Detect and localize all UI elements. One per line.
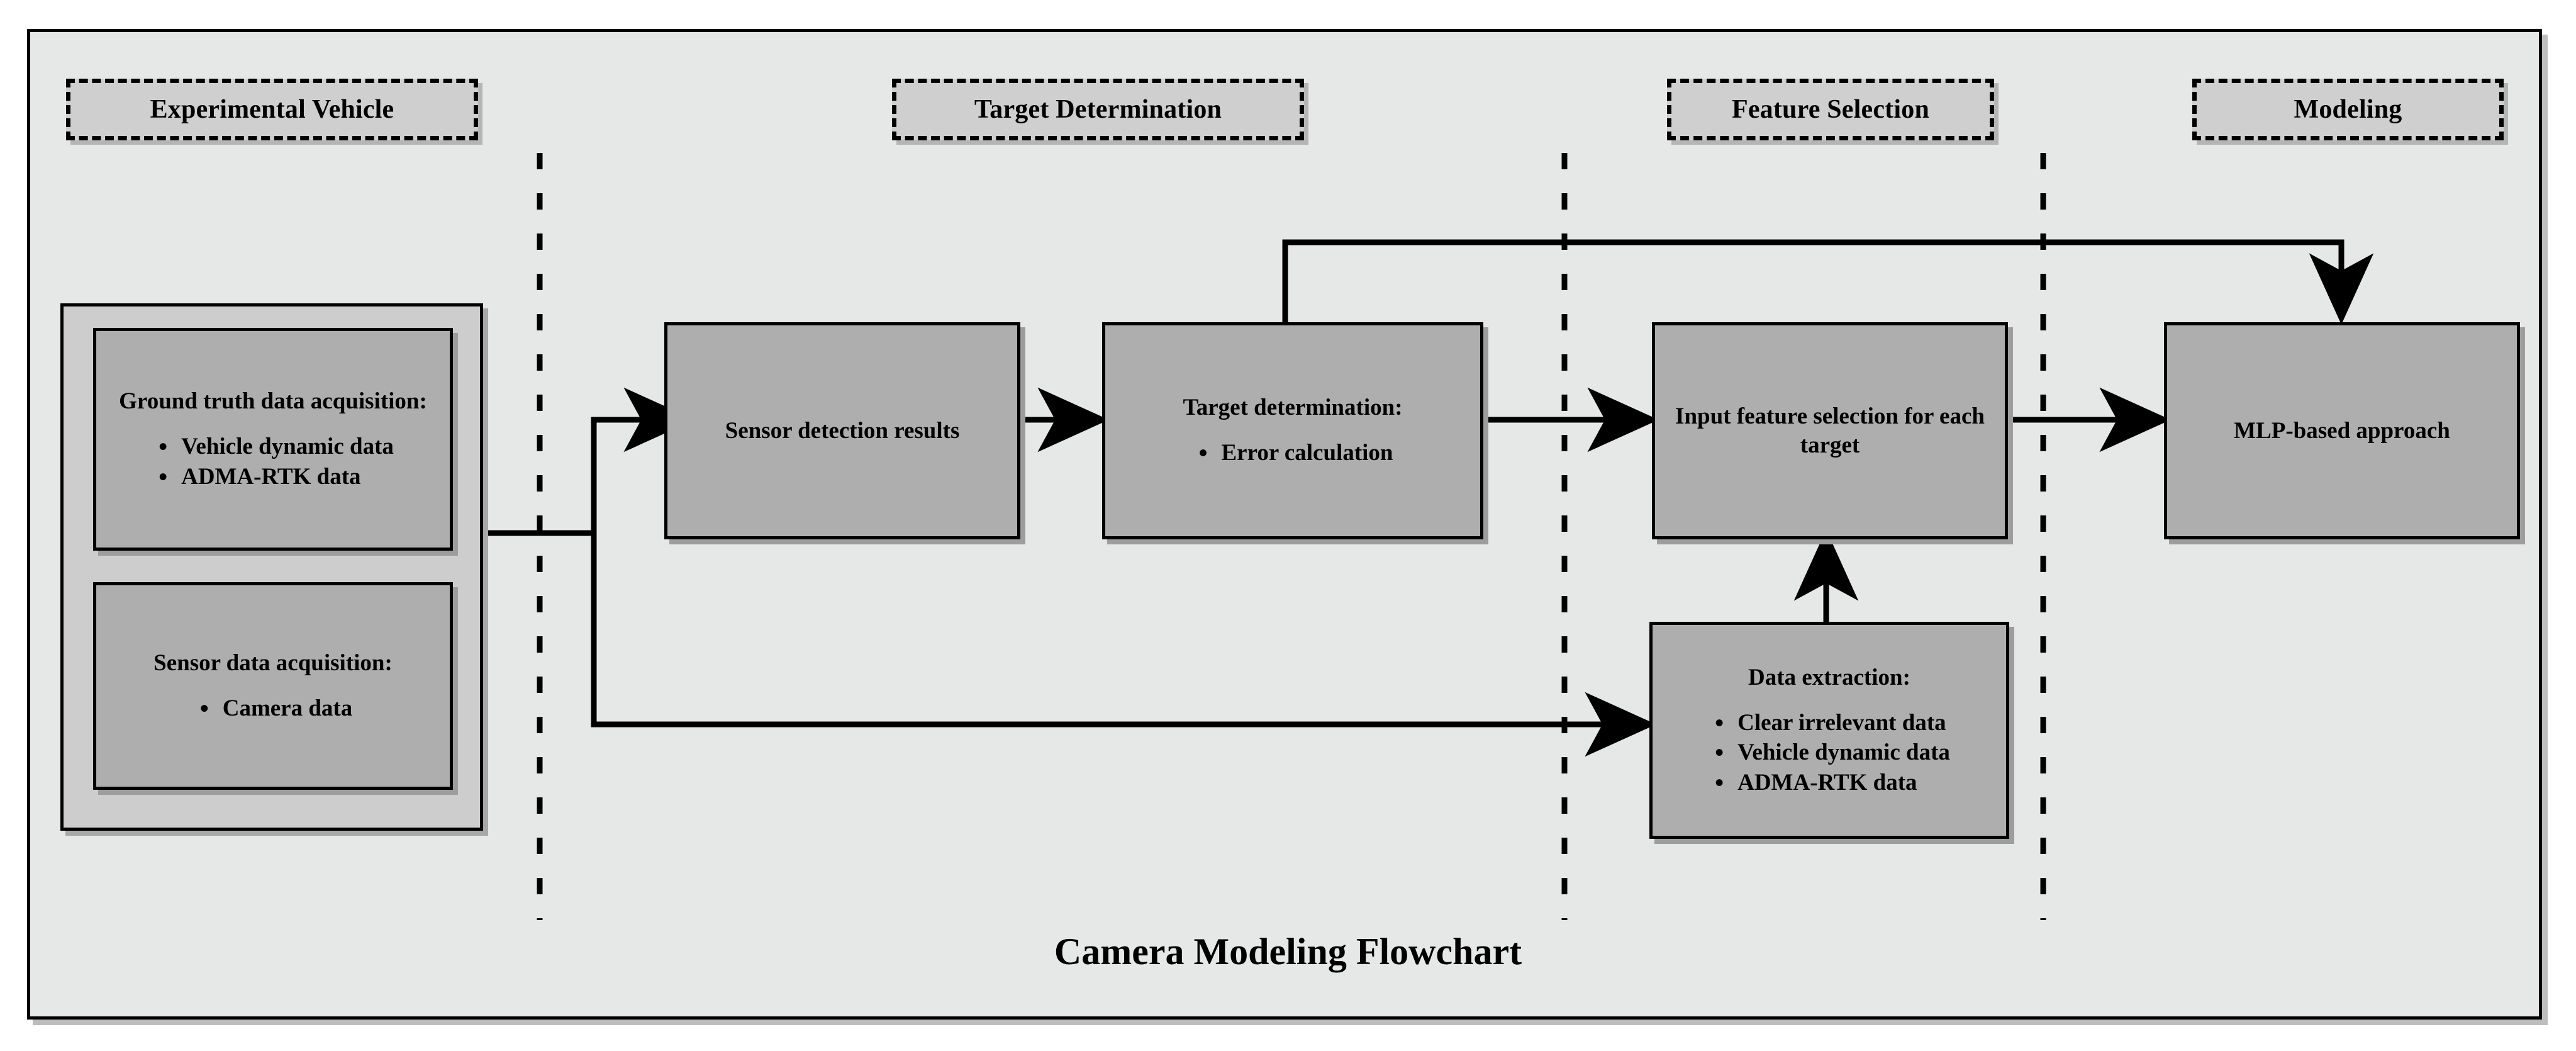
lane-header-label: Feature Selection xyxy=(1731,95,1930,124)
node-title: Sensor detection results xyxy=(725,417,960,444)
lane-header-modeling[interactable]: Modeling xyxy=(2192,79,2504,140)
bullet-item: ADMA-RTK data xyxy=(152,461,394,493)
node-bullet-list: Camera data xyxy=(194,692,353,725)
lane-header-label: Target Determination xyxy=(974,95,1222,124)
bullet-item: Camera data xyxy=(194,692,353,725)
node-sensor-detection-results[interactable]: Sensor detection results xyxy=(664,322,1020,539)
node-title: Target determination: xyxy=(1183,395,1403,421)
node-title: Sensor data acquisition: xyxy=(153,649,393,676)
node-target-determination[interactable]: Target determination: Error calculation xyxy=(1102,322,1483,539)
lane-header-target-determination[interactable]: Target Determination xyxy=(892,79,1304,140)
lane-header-feature-selection[interactable]: Feature Selection xyxy=(1667,79,1994,140)
node-title: Data extraction: xyxy=(1748,664,1910,690)
node-sensor-data-acquisition[interactable]: Sensor data acquisition: Camera data xyxy=(93,582,453,790)
lane-header-label: Experimental Vehicle xyxy=(150,95,394,124)
lane-header-experimental-vehicle[interactable]: Experimental Vehicle xyxy=(66,79,478,140)
node-bullet-list: Clear irrelevant data Vehicle dynamic da… xyxy=(1709,707,1950,799)
bullet-item: Vehicle dynamic data xyxy=(152,430,394,463)
node-title: Input feature selection for each target xyxy=(1675,403,1985,458)
bullet-item: Error calculation xyxy=(1192,437,1393,469)
node-bullet-list: Error calculation xyxy=(1192,437,1393,469)
node-mlp-based-approach[interactable]: MLP-based approach xyxy=(2164,322,2520,539)
node-title: MLP-based approach xyxy=(2234,417,2450,444)
node-bullet-list: Vehicle dynamic data ADMA-RTK data xyxy=(152,430,394,493)
node-data-extraction[interactable]: Data extraction: Clear irrelevant data V… xyxy=(1649,622,2009,839)
lane-header-label: Modeling xyxy=(2294,95,2402,124)
bullet-item: ADMA-RTK data xyxy=(1709,767,1950,799)
node-title: Ground truth data acquisition: xyxy=(119,388,427,415)
figure-caption: Camera Modeling Flowchart xyxy=(1054,931,1522,972)
bullet-item: Vehicle dynamic data xyxy=(1709,736,1950,769)
bullet-item: Clear irrelevant data xyxy=(1709,707,1950,739)
node-ground-truth-data-acquisition[interactable]: Ground truth data acquisition: Vehicle d… xyxy=(93,328,453,551)
node-input-feature-selection[interactable]: Input feature selection for each target xyxy=(1652,322,2008,539)
